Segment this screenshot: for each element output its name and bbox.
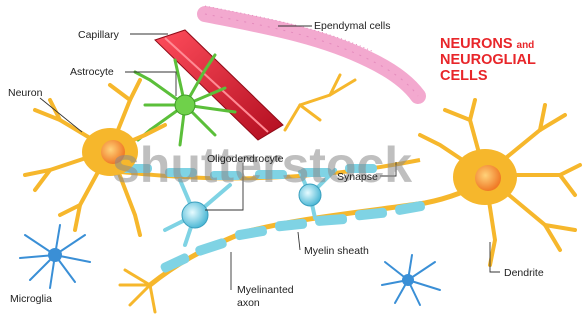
- label-myelinated-axon-line2: axon: [237, 297, 260, 309]
- neuron-nucleus-icon: [475, 165, 501, 191]
- title-line-1: NEURONS and: [440, 36, 534, 52]
- label-dendrite: Dendrite: [504, 267, 544, 279]
- label-capillary: Capillary: [78, 29, 120, 41]
- title-line-3: CELLS: [440, 68, 488, 84]
- title-line-2: NEUROGLIAL: [440, 52, 536, 68]
- label-myelinated-axon-line1: Myelinanted: [237, 284, 294, 296]
- astrocyte-nucleus-icon: [175, 95, 195, 115]
- label-ependymal-cells: Ependymal cells: [314, 20, 390, 32]
- label-synapse: Synapse: [337, 171, 378, 183]
- label-myelin-sheath: Myelin sheath: [304, 245, 369, 257]
- watermark: shutterstock: [112, 137, 412, 193]
- microglia-nucleus-icon: [402, 274, 414, 286]
- title-and: and: [517, 40, 535, 51]
- label-neuron: Neuron: [8, 87, 43, 99]
- microglia-nucleus-icon: [48, 248, 62, 262]
- label-oligodendrocyte: Oligodendrocyte: [207, 153, 284, 165]
- oligodendrocyte-cell-icon: [182, 202, 208, 228]
- title-main: NEURONS: [440, 36, 513, 52]
- label-astrocyte: Astrocyte: [70, 66, 114, 78]
- label-microglia: Microglia: [10, 293, 52, 305]
- capillary-drawing: [155, 30, 283, 140]
